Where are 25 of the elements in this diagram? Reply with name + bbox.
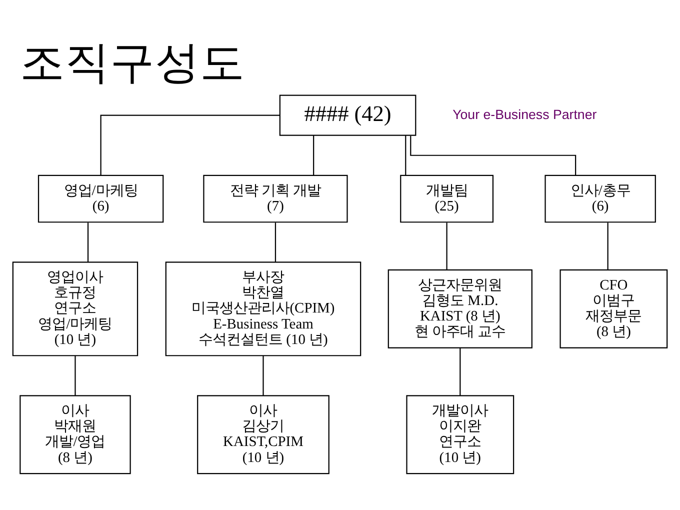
connector bbox=[313, 135, 314, 175]
connector bbox=[100, 114, 280, 175]
node-box: 전략 기획 개발 (7) bbox=[203, 174, 348, 222]
node-box: 인사/총무 (6) bbox=[544, 174, 656, 222]
connector bbox=[410, 135, 576, 175]
diagram-title: 조직구성도 bbox=[20, 37, 246, 87]
node-box: 영업/마케팅 (6) bbox=[38, 174, 164, 222]
connector bbox=[262, 355, 264, 396]
node-box: 영업이사 호규정 연구소 영업/마케팅 (10 년) bbox=[12, 261, 138, 356]
node-box: 부사장 박찬열 미국생산관리사(CPIM) E-Business Team 수석컨설턴트 (10 년) bbox=[165, 261, 362, 356]
node-box: 개발팀 (25) bbox=[400, 174, 494, 222]
connector bbox=[87, 222, 89, 262]
node-box: #### (42) bbox=[279, 94, 416, 136]
connector bbox=[460, 347, 461, 396]
connector bbox=[74, 355, 76, 396]
node-box: 이사 박재원 개발/영업 (8 년) bbox=[20, 394, 131, 474]
connector bbox=[405, 135, 406, 175]
label: Your e-Business Partner bbox=[452, 106, 597, 122]
node-box: 개발이사 이지완 연구소 (10 년) bbox=[406, 394, 514, 474]
connector bbox=[446, 222, 448, 270]
node-box: 상근자문위원 김형도 M.D. KAIST (8 년) 현 아주대 교수 bbox=[388, 268, 532, 348]
connector bbox=[274, 222, 276, 262]
node-box: 이사 김상기 KAIST,CPIM (10 년) bbox=[197, 394, 330, 474]
node-box: CFO 이범구 재정부문 (8 년) bbox=[560, 268, 668, 348]
connector bbox=[607, 222, 608, 270]
